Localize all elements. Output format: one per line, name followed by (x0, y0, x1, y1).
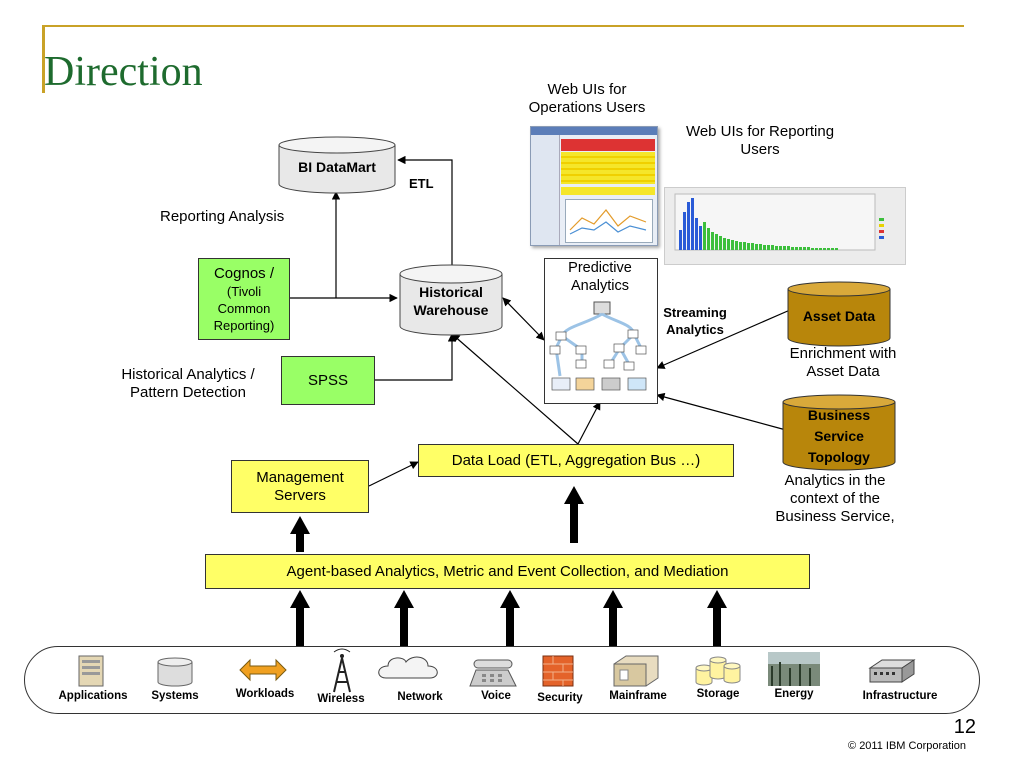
cognos-box: Cognos / (Tivoli Common Reporting) (198, 258, 290, 340)
cognos-subtitle: (Tivoli Common Reporting) (213, 283, 275, 333)
arrow-dataload-to-predictive (577, 401, 601, 445)
source-label-workloads: Workloads (235, 688, 295, 700)
thick-arrows (290, 486, 727, 648)
business-topology-label: Business Service Topology (807, 407, 871, 465)
historical-warehouse-label: Historical Warehouse (413, 284, 489, 318)
agent-collection-box: Agent-based Analytics, Metric and Event … (205, 554, 810, 589)
arrow-mgmt-to-dataload (368, 461, 419, 487)
mainframe-icon (613, 655, 659, 687)
ops-mini-chart-icon (569, 209, 647, 235)
source-label-voice: Voice (481, 690, 511, 702)
arrow-dataload-to-warehouse (451, 333, 579, 445)
bi-datamart-cylinder (278, 136, 396, 194)
power-plant-icon (768, 652, 820, 686)
source-label-security: Security (537, 692, 583, 704)
arrow-etl (397, 155, 453, 265)
source-label-network: Network (397, 691, 443, 703)
management-servers-label: Management Servers (256, 468, 344, 504)
asset-enrichment-label: Enrichment with Asset Data (789, 345, 897, 380)
firewall-icon (542, 655, 574, 687)
asset-data-cylinder (787, 281, 891, 347)
arrow-warehouse-predictive (502, 297, 545, 341)
reporting-analysis-label: Reporting Analysis (160, 208, 285, 225)
radio-tower-icon (333, 648, 351, 693)
operations-ui-screenshot (530, 126, 658, 246)
cognos-title: Cognos / (213, 264, 275, 282)
cloud-icon (378, 656, 438, 679)
spss-label: SPSS (307, 371, 349, 389)
web-ui-reporting-label: Web UIs for Reporting Users (685, 123, 835, 158)
arrow-asset-to-predictive (656, 309, 791, 369)
spss-box: SPSS (281, 356, 375, 405)
reporting-bar-chart-icon (674, 193, 884, 251)
disk-icon (157, 657, 193, 687)
storage-cylinders-icon (695, 656, 741, 686)
streaming-analytics-label: Streaming Analytics (663, 305, 727, 337)
source-label-applications: Applications (58, 690, 128, 702)
title-rule-vertical (42, 25, 45, 93)
asset-data-label: Asset Data (802, 308, 876, 324)
server-tower-icon (78, 655, 104, 687)
double-arrow-icon (239, 658, 287, 682)
arrow-topology-to-predictive (656, 392, 787, 431)
bi-datamart-label: BI DataMart (298, 159, 376, 175)
source-label-storage: Storage (696, 688, 740, 700)
data-load-label: Data Load (ETL, Aggregation Bus …) (451, 451, 701, 469)
source-label-energy: Energy (774, 688, 814, 700)
source-label-wireless: Wireless (317, 693, 365, 705)
slide-title: Direction (44, 49, 203, 95)
source-icon-strip (78, 648, 916, 693)
copyright: © 2011 IBM Corporation (848, 740, 966, 752)
historical-analytics-label: Historical Analytics / Pattern Detection (121, 366, 255, 401)
predictive-analytics-label: Predictive Analytics (568, 260, 632, 294)
source-label-infrastructure: Infrastructure (862, 690, 938, 702)
analytics-tree-diagram-icon (549, 301, 647, 391)
title-rule-horizontal (42, 25, 964, 27)
network-switch-icon (868, 659, 916, 683)
business-context-label: Analytics in the context of the Business… (775, 472, 895, 525)
source-label-mainframe: Mainframe (609, 690, 667, 702)
page-number: 12 (953, 716, 976, 738)
web-ui-ops-label: Web UIs for Operations Users (528, 81, 646, 116)
management-servers-box: Management Servers (231, 460, 369, 513)
agent-collection-label: Agent-based Analytics, Metric and Event … (286, 562, 729, 580)
telephone-icon (469, 659, 517, 687)
arrow-spss-to-warehouse (374, 333, 457, 381)
historical-warehouse-cylinder (399, 264, 503, 336)
data-load-box: Data Load (ETL, Aggregation Bus …) (418, 444, 734, 477)
etl-label: ETL (409, 176, 434, 191)
business-topology-cylinder (782, 394, 896, 471)
reporting-ui-screenshot (664, 187, 906, 265)
source-label-systems: Systems (151, 690, 199, 702)
